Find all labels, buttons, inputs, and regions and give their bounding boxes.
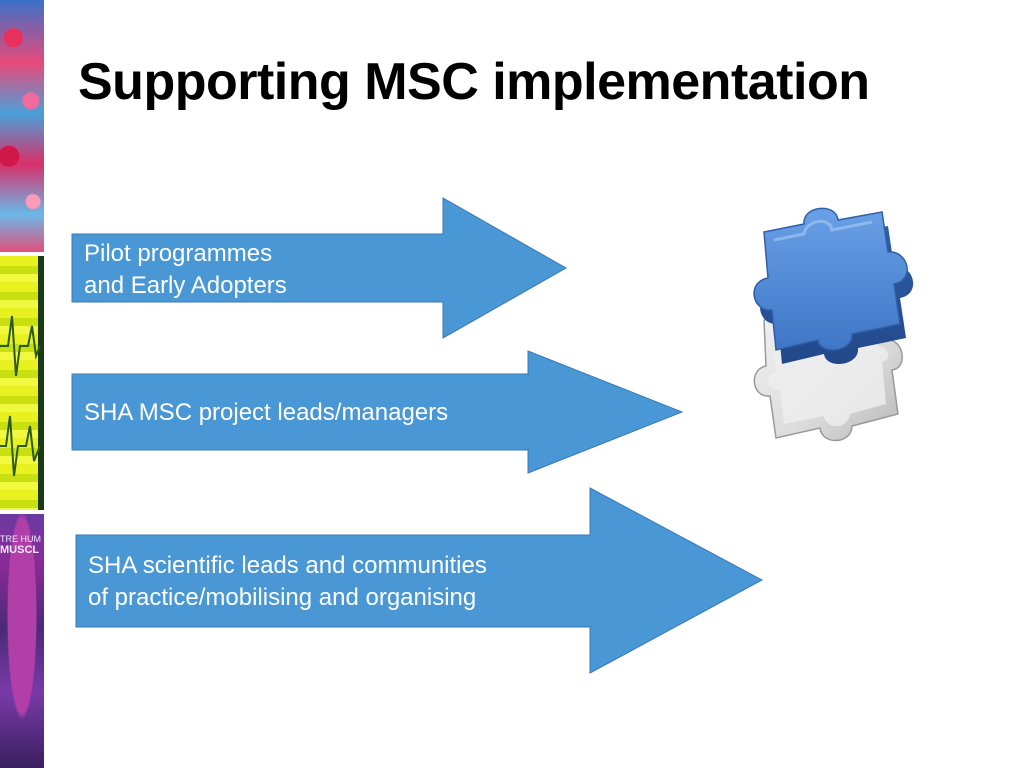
arrow-label: SHA MSC project leads/managers — [84, 397, 448, 429]
arrow-label: SHA scientific leads and communities of … — [88, 550, 487, 614]
arrow-label: Pilot programmes and Early Adopters — [84, 238, 287, 302]
arrow-pilot-programmes: Pilot programmes and Early Adopters — [71, 197, 572, 340]
arrow-label-line-2: and Early Adopters — [84, 272, 287, 299]
strip-divider — [0, 510, 44, 514]
photo-caption-line-2: MUSCL — [0, 544, 40, 556]
decorative-photo-middle — [0, 256, 44, 510]
arrow-shape — [75, 487, 764, 674]
arrow-sha-scientific-leads: SHA scientific leads and communities of … — [75, 487, 768, 676]
arrow-shape — [71, 350, 684, 474]
decorative-photo-bottom: TRE HUM MUSCL — [0, 514, 44, 768]
arrow-label-line-1: Pilot programmes — [84, 240, 273, 267]
arrow-shape — [71, 197, 568, 339]
decorative-photo-top — [0, 0, 44, 252]
puzzle-piece-icon — [712, 200, 962, 445]
arrow-label-line-1: SHA MSC project leads/managers — [84, 399, 449, 426]
arrow-label-line-1: SHA scientific leads and communities — [88, 552, 487, 579]
decorative-photo-strip: TRE HUM MUSCL — [0, 0, 44, 768]
photo-caption: TRE HUM MUSCL — [0, 534, 44, 556]
strip-divider — [0, 252, 44, 256]
ecg-trace-graphic — [0, 315, 41, 477]
photo-caption-line-1: TRE HUM — [0, 534, 41, 544]
slide-title: Supporting MSC implementation — [78, 53, 870, 111]
arrow-sha-project-leads: SHA MSC project leads/managers — [71, 350, 688, 475]
puzzle-graphic — [753, 207, 914, 442]
arrow-label-line-2: of practice/mobilising and organising — [88, 584, 477, 611]
